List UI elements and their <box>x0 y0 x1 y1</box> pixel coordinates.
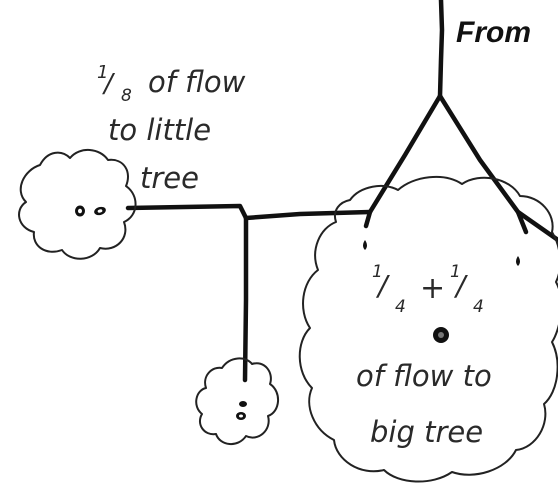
lower-tree-crown <box>195 357 279 445</box>
emitter-icon <box>239 401 247 407</box>
big-label-line1: of flow to <box>356 359 492 393</box>
big-fraction-left-denominator: 4 <box>395 297 406 317</box>
drip-icon <box>516 256 520 266</box>
big-fraction-left-slash: / <box>375 269 390 302</box>
big-tree-label: 1 / 4 + 1 / 4 of flow to big tree <box>356 262 492 449</box>
little-tree-label: 1 / 8 of flow to little tree <box>97 62 246 195</box>
big-fraction-left-numerator: 1 <box>372 262 383 282</box>
pipe-network <box>125 0 558 383</box>
little-fraction-slash: / <box>102 69 116 99</box>
emitter-icon <box>78 208 82 214</box>
little-tree-branch-pipe <box>125 203 249 221</box>
big-label-line2: big tree <box>370 415 483 449</box>
lower-tree-branch-pipe <box>242 215 249 383</box>
little-tree-crown <box>18 149 137 260</box>
big-fraction-right-slash: / <box>453 269 468 302</box>
tree-crowns <box>18 149 558 483</box>
horizontal-branch-pipe <box>243 209 373 221</box>
little-fraction-numerator: 1 <box>97 62 108 83</box>
split-left-pipe <box>367 93 443 215</box>
center-emitter-hole <box>438 332 444 338</box>
little-label-line3: tree <box>140 161 199 195</box>
emitters <box>75 205 520 420</box>
little-label-line2: to little <box>108 113 211 147</box>
main-supply-pipe <box>437 0 445 99</box>
big-tree-stub-left <box>363 209 373 229</box>
split-right-pipe <box>437 93 558 243</box>
from-label: From <box>456 16 531 49</box>
big-fraction-right-denominator: 4 <box>473 297 484 317</box>
emitter-icon <box>97 209 103 213</box>
little-label-line1: of flow <box>148 65 246 99</box>
little-fraction-denominator: 8 <box>121 86 132 106</box>
emitter-icon <box>239 414 243 418</box>
big-tree-stub-right <box>515 209 529 235</box>
big-tree-crown <box>298 175 558 483</box>
big-fraction-plus: + <box>420 271 445 306</box>
big-fraction-right-numerator: 1 <box>450 262 461 282</box>
drip-icon <box>363 240 367 250</box>
